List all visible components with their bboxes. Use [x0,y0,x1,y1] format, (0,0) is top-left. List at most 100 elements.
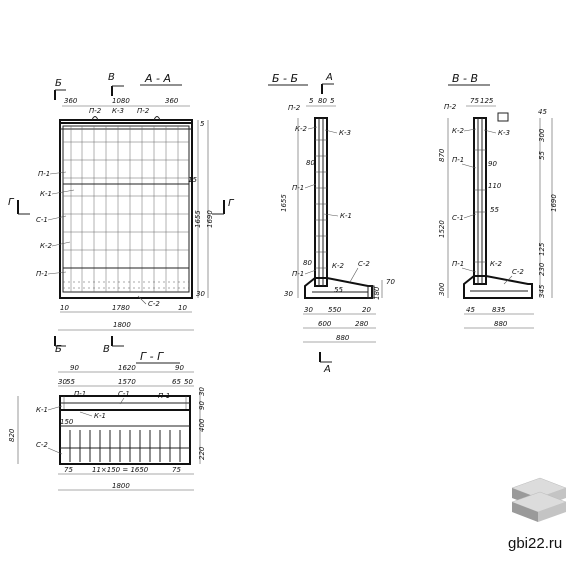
vv-label-k3: К-3 [498,129,510,137]
cut-mark-a-top: А [325,72,333,83]
cut-mark-b-bottom: Б [55,344,62,355]
aa-label-p2-a: П-2 [89,107,102,115]
cut-mark-g-left: Г [8,197,15,208]
aa-top-dim-2: 1080 [112,97,130,105]
stacked-slabs-icon [511,477,567,522]
vv-right-dim-6: 345 [538,284,546,298]
vv-label-c1: С-1 [452,214,464,222]
cut-mark-b-top: Б [55,78,62,89]
bb-bottom-dim-4: 600 [318,320,332,328]
section-bb: Б - Б А 5 80 5 55 П-2 К-2 К-3 П-1 [268,72,395,375]
aa-right-dim-2: 15 [188,176,197,184]
vv-label-p1-bottom: П-1 [452,260,464,268]
gg-right-dim-3: 400 [198,418,206,432]
gg-label-p1-b: П-1 [158,392,170,400]
bb-small-dim: 55 [334,286,343,294]
aa-right-dim-4: 1690 [206,210,214,228]
bb-top-dim-1: 5 [309,97,314,105]
section-bb-title: Б - Б [272,72,298,85]
gg-top-dim-2: 1620 [118,364,136,372]
vv-label-p2: П-2 [444,103,457,111]
vv-right-dim-5: 230 [538,262,546,276]
cut-mark-v-top: В [108,72,115,83]
vv-mid-2: 110 [488,182,502,190]
gg-second-dim-1: 30 [58,378,67,386]
cut-mark-v-bottom: В [103,344,110,355]
gg-total: 1800 [112,482,130,490]
bb-top-dim-2: 80 [318,97,327,105]
vv-mid-1: 90 [488,160,497,168]
vv-top-dim-3: 45 [538,108,547,116]
bb-left-dim-1: 80 [306,159,315,167]
vv-bottom-dim-2: 835 [492,306,506,314]
aa-top-dim-1: 360 [64,97,78,105]
vv-right-dim-2: 55 [538,151,546,160]
bb-top-dim-3: 5 [330,97,335,105]
gg-right-dim-1: 30 [198,387,206,396]
section-gg: Г - Г 90 1620 90 30 55 1570 65 50 [8,350,206,491]
bb-label-c2: С-2 [358,260,370,268]
gg-label-p1-a: П-1 [74,390,86,398]
section-aa: А - А Б В 360 1080 360 П-2 К-3 П-2 [8,72,235,355]
aa-right-dim-5: 30 [196,290,205,298]
aa-right-dim-1: 5 [200,120,205,128]
aa-bottom-dim-2: 1780 [112,304,130,312]
bb-right-dim-2: 180 [373,286,381,300]
aa-label-p2-b: П-2 [137,107,150,115]
aa-label-c1: С-1 [36,216,48,224]
gg-second-dim-5: 50 [184,378,193,386]
gg-label-c1: С-1 [118,390,130,398]
bb-label-p2: П-2 [288,104,301,112]
logo: gbi22.ru [508,477,567,552]
vv-label-k2-bottom: К-2 [490,260,502,268]
vv-top-dim-2: 125 [480,97,494,105]
gg-label-k1-a: К-1 [36,406,48,414]
aa-label-k1: К-1 [40,190,52,198]
gg-right-dim-2: 90 [198,401,206,410]
gg-second-dim-4: 65 [172,378,181,386]
gg-label-k1-b: К-1 [94,412,106,420]
aa-bottom-dim-1: 10 [60,304,69,312]
bb-left-dim-2: 1655 [280,194,288,212]
bb-label-k1: К-1 [340,212,352,220]
aa-bottom-dim-3: 10 [178,304,187,312]
bb-right-dim-1: 70 [386,278,395,286]
vv-right-dim-1: 300 [538,128,546,142]
vv-left-dim-2: 1520 [438,220,446,238]
gg-right-dim-4: 220 [198,446,206,460]
vv-label-k2-top: К-2 [452,127,464,135]
bb-label-k2-bottom: К-2 [332,262,344,270]
section-vv-title: В - В [452,72,478,85]
gg-top-dim-1: 90 [70,364,79,372]
aa-label-c2: С-2 [148,300,160,308]
vv-mid-3: 55 [490,206,499,214]
section-vv: В - В 75 125 45 П-2 К-2 К-3 П-1 С-1 К-2 … [438,72,558,329]
cut-mark-a-bottom: А [323,364,331,375]
vv-total: 880 [494,320,508,328]
aa-label-k2: К-2 [40,242,52,250]
gg-left-dim: 820 [8,428,16,442]
gg-second-dim-2: 55 [66,378,75,386]
vv-bottom-dim-1: 45 [466,306,475,314]
aa-label-p1-a: П-1 [38,170,50,178]
bb-label-k3: К-3 [339,129,351,137]
aa-label-k3: К-3 [112,107,124,115]
aa-right-dim-3: 1655 [194,210,202,228]
gg-top-dim-3: 90 [175,364,184,372]
aa-label-p1-b: П-1 [36,270,48,278]
gg-bottom-dim-1: 75 [64,466,73,474]
vv-right-dim-4: 125 [538,242,546,256]
section-aa-title: А - А [144,72,171,85]
gg-bottom-dim-3: 75 [172,466,181,474]
bb-left-dim-4: 30 [284,290,293,298]
vv-right-dim-3: 1690 [550,194,558,212]
gg-label-c2: С-2 [36,441,48,449]
aa-total-width: 1800 [113,321,131,329]
bb-total: 880 [336,334,350,342]
aa-top-dim-3: 360 [165,97,179,105]
logo-site-text: gbi22.ru [508,535,562,552]
vv-left-dim-3: 300 [438,282,446,296]
bb-label-k2-top: К-2 [295,125,307,133]
